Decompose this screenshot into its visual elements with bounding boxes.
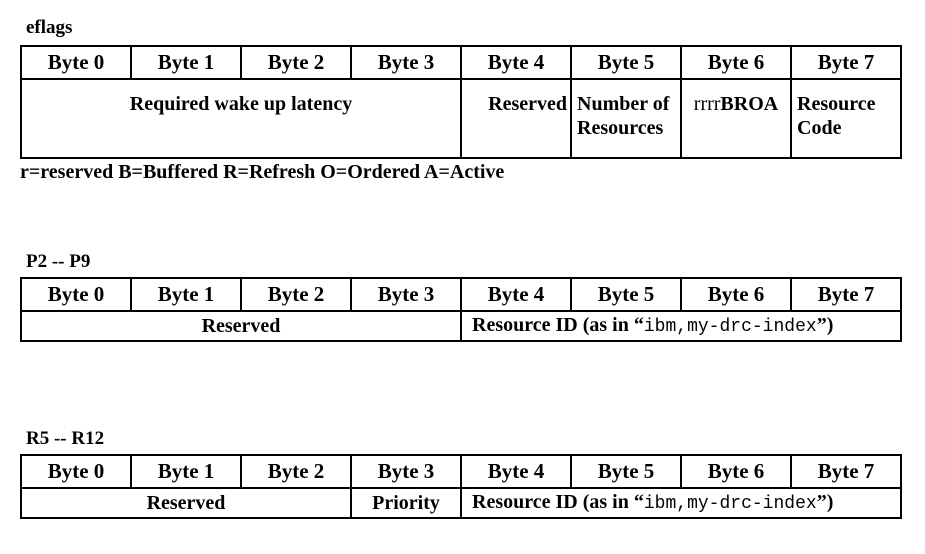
byte-header-0: Byte 0 [20, 277, 132, 312]
byte-header-7: Byte 7 [790, 45, 902, 80]
r5-r12-byte-table: Byte 0 Byte 1 Byte 2 Byte 3 Byte 4 Byte … [20, 454, 902, 519]
r5r12-header-row: Byte 0 Byte 1 Byte 2 Byte 3 Byte 4 Byte … [20, 454, 902, 489]
byte-header-5: Byte 5 [570, 454, 682, 489]
resource-id-prefix: Resource ID (as in “ [472, 314, 644, 337]
byte-header-5: Byte 5 [570, 45, 682, 80]
resource-id-suffix: ”) [816, 314, 834, 337]
r5-r12-section-title: R5 -- R12 [26, 428, 105, 449]
cell-resource-code: Resource Code [790, 78, 902, 159]
byte-header-3: Byte 3 [350, 45, 462, 80]
byte-header-0: Byte 0 [20, 45, 132, 80]
byte-header-1: Byte 1 [130, 454, 242, 489]
cell-flag-bits: rrrrBROA [680, 78, 792, 159]
byte-header-2: Byte 2 [240, 454, 352, 489]
eflags-body-row: Required wake up latency Reserved Number… [20, 78, 902, 159]
byte-header-2: Byte 2 [240, 45, 352, 80]
p2-p9-section-title: P2 -- P9 [26, 251, 91, 272]
cell-reserved: Reserved [20, 487, 352, 519]
byte-header-7: Byte 7 [790, 454, 902, 489]
eflags-byte-table: Byte 0 Byte 1 Byte 2 Byte 3 Byte 4 Byte … [20, 45, 902, 159]
byte-header-4: Byte 4 [460, 454, 572, 489]
byte-header-5: Byte 5 [570, 277, 682, 312]
byte-header-7: Byte 7 [790, 277, 902, 312]
cell-number-of-resources: Number of Resources [570, 78, 682, 159]
byte-header-1: Byte 1 [130, 277, 242, 312]
flag-bits-reserved-label: rrrr [693, 93, 721, 115]
r5r12-body-row: Reserved Priority Resource ID (as in “ib… [20, 487, 902, 519]
resource-id-suffix: ”) [816, 491, 834, 514]
cell-required-wake-up-latency: Required wake up latency [20, 78, 462, 159]
flag-bits-named-label: BROA [720, 93, 779, 115]
byte-header-1: Byte 1 [130, 45, 242, 80]
byte-header-4: Byte 4 [460, 277, 572, 312]
resource-id-code: ibm,my-drc-index [643, 494, 817, 515]
resource-id-code: ibm,my-drc-index [643, 317, 817, 338]
eflags-header-row: Byte 0 Byte 1 Byte 2 Byte 3 Byte 4 Byte … [20, 45, 902, 80]
byte-header-2: Byte 2 [240, 277, 352, 312]
cell-resource-id: Resource ID (as in “ibm,my-drc-index”) [460, 487, 902, 519]
byte-header-3: Byte 3 [350, 277, 462, 312]
p2-p9-byte-table: Byte 0 Byte 1 Byte 2 Byte 3 Byte 4 Byte … [20, 277, 902, 342]
cell-reserved: Reserved [460, 78, 572, 159]
p2p9-header-row: Byte 0 Byte 1 Byte 2 Byte 3 Byte 4 Byte … [20, 277, 902, 312]
byte-header-6: Byte 6 [680, 454, 792, 489]
byte-header-0: Byte 0 [20, 454, 132, 489]
cell-reserved: Reserved [20, 310, 462, 342]
byte-header-6: Byte 6 [680, 277, 792, 312]
p2p9-body-row: Reserved Resource ID (as in “ibm,my-drc-… [20, 310, 902, 342]
cell-priority: Priority [350, 487, 462, 519]
eflags-bit-legend: r=reserved B=Buffered R=Refresh O=Ordere… [20, 161, 505, 183]
byte-header-4: Byte 4 [460, 45, 572, 80]
byte-header-3: Byte 3 [350, 454, 462, 489]
cell-resource-id: Resource ID (as in “ibm,my-drc-index”) [460, 310, 902, 342]
byte-header-6: Byte 6 [680, 45, 792, 80]
eflags-section-title: eflags [26, 17, 73, 38]
resource-id-prefix: Resource ID (as in “ [472, 491, 644, 514]
